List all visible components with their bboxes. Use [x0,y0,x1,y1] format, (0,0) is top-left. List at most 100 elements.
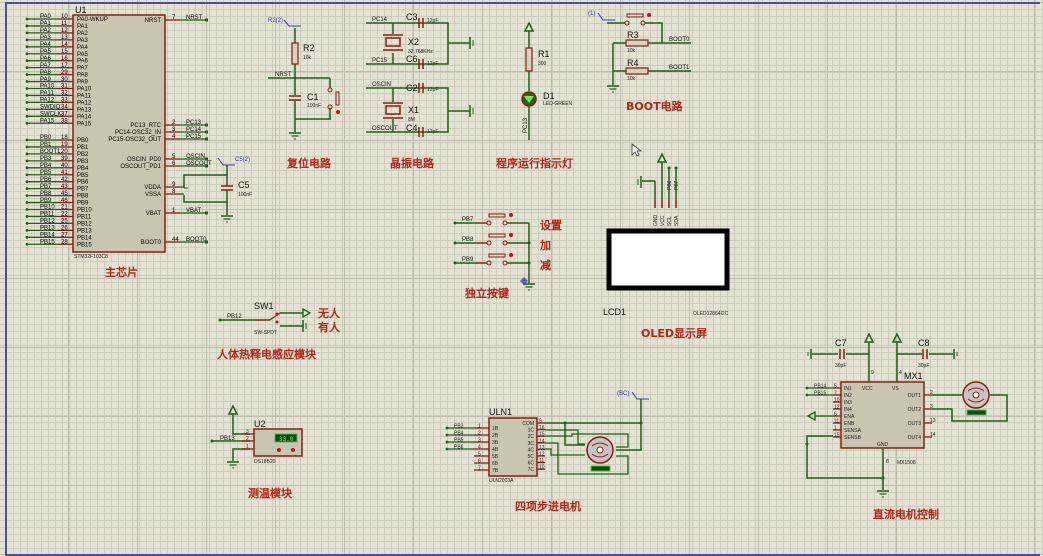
oled-pin-gnd[interactable]: GND [653,200,659,226]
u1-pin-name: PB14 [77,235,92,241]
reset-circuit[interactable]: R2(2) R2 10k NRST C1 100nF 复位电路 [268,18,340,170]
title-crystal: 晶振电路 [390,156,435,170]
temp-up-button[interactable] [291,448,295,452]
oled-pin-scl[interactable]: SCL [667,200,673,226]
crystal-circuit[interactable]: PC14 PC15 X2 32.768KHz C3 12pF C6 12pF O… [366,12,474,170]
pir-module[interactable]: PB12 SW1 SW-SPDT 无人 有人 人体热释电感应模块 [217,301,341,361]
temp-module[interactable]: PB13 3VCC2DQ1GND 33.0 U2 DS18B20 测温模块 [210,405,303,500]
c5-decoupling[interactable]: C5(2) C5 100nF [183,157,252,223]
oled-pin-vcc[interactable]: VCC [660,200,666,226]
u1-net-label: PB6 [40,177,52,183]
led-indicator[interactable]: R1 300 D1 LED-GREEN PC13 程序运行指示灯 [496,22,573,170]
oled-pin-sda[interactable]: SDA [674,200,680,226]
u1-pin-number: 41 [61,170,68,176]
boot-button[interactable] [647,13,651,17]
temp-down-button[interactable] [277,448,281,452]
mx-net: PB15 [814,391,826,397]
c8-val: 30pF [918,363,929,369]
reset-button[interactable] [336,110,340,114]
mx1-part: MX1508 [897,460,916,466]
boot-circuit[interactable]: (1) R3 10k BOOT0 R4 10k BOOT1 BOOT电路 [588,11,691,113]
